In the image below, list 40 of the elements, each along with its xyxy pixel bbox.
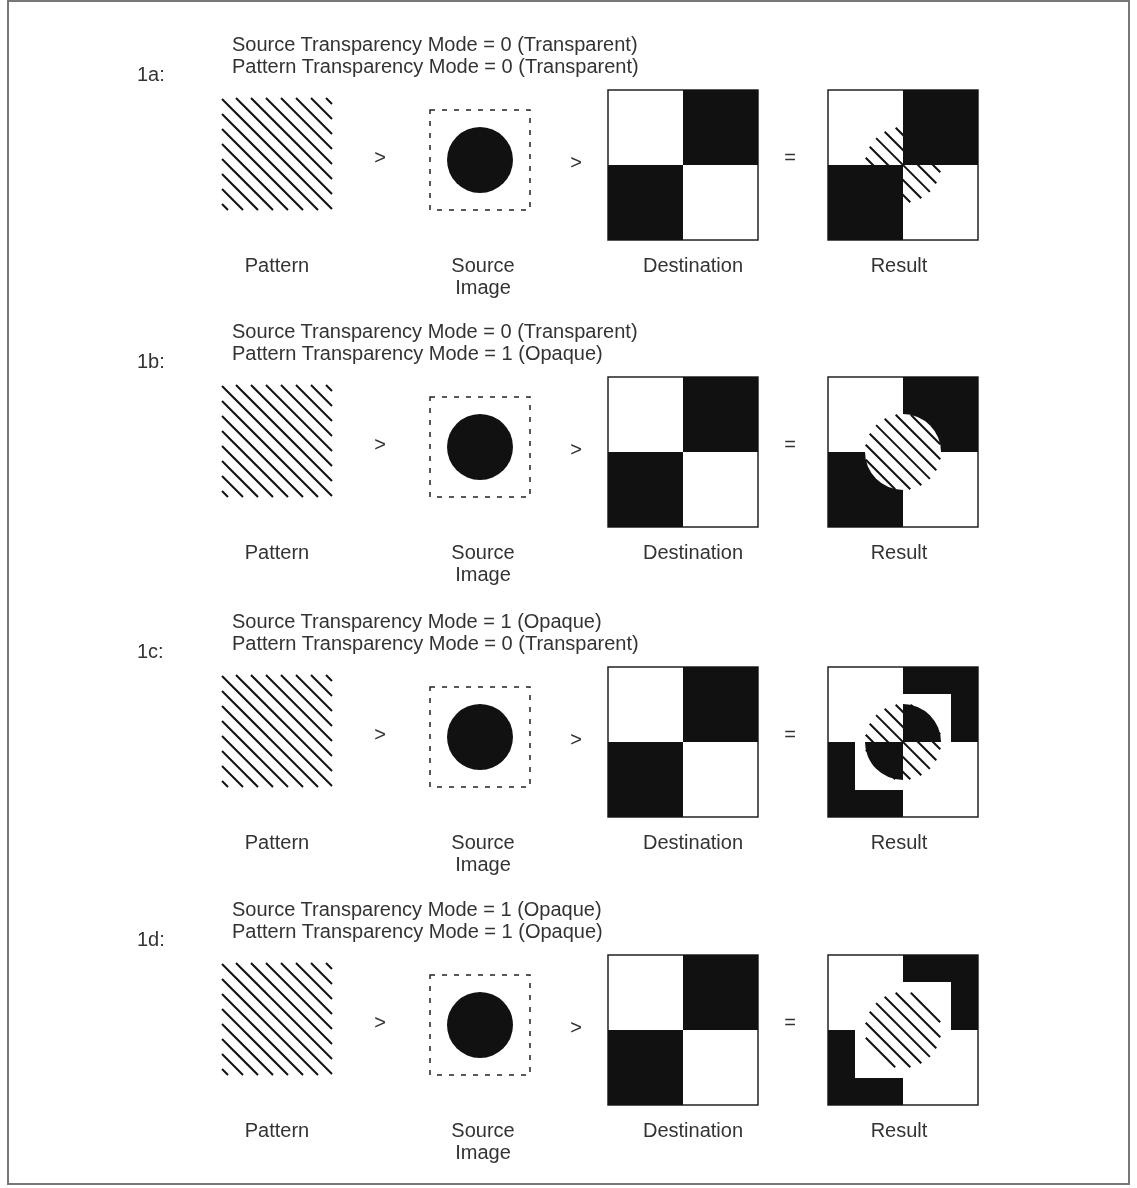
mode-setting-text: Pattern Transparency Mode = 0 (Transparent) [232, 55, 639, 77]
mode-setting-text: Source Transparency Mode = 1 (Opaque) [232, 898, 602, 920]
row-label: 1b: [137, 350, 165, 372]
greater-than-sign: > [569, 438, 583, 460]
greater-than-sign: > [373, 723, 387, 745]
caption: Pattern [243, 254, 311, 276]
caption: Source Image [450, 831, 516, 875]
mode-setting-text: Source Transparency Mode = 1 (Opaque) [232, 610, 602, 632]
greater-than-sign: > [569, 728, 583, 750]
caption: Result [869, 831, 929, 853]
mode-setting-text: Pattern Transparency Mode = 1 (Opaque) [232, 920, 603, 942]
row-label: 1c: [137, 640, 164, 662]
caption: Source Image [450, 541, 516, 585]
caption: Destination [641, 541, 745, 563]
mode-setting-text: Source Transparency Mode = 0 (Transparent) [232, 320, 638, 342]
caption: Source Image [450, 254, 516, 298]
mode-setting-text: Source Transparency Mode = 0 (Transparent) [232, 33, 638, 55]
caption: Pattern [243, 831, 311, 853]
caption: Destination [641, 254, 745, 276]
equals-sign: = [783, 723, 797, 745]
greater-than-sign: > [373, 433, 387, 455]
mode-setting-text: Pattern Transparency Mode = 0 (Transparent) [232, 632, 639, 654]
row-label: 1a: [137, 63, 165, 85]
caption: Destination [641, 1119, 745, 1141]
caption: Result [869, 254, 929, 276]
caption: Pattern [243, 1119, 311, 1141]
equals-sign: = [783, 146, 797, 168]
caption: Pattern [243, 541, 311, 563]
greater-than-sign: > [569, 151, 583, 173]
equals-sign: = [783, 1011, 797, 1033]
row-label: 1d: [137, 928, 165, 950]
greater-than-sign: > [373, 1011, 387, 1033]
caption: Result [869, 1119, 929, 1141]
caption: Source Image [450, 1119, 516, 1163]
mode-setting-text: Pattern Transparency Mode = 1 (Opaque) [232, 342, 603, 364]
caption: Result [869, 541, 929, 563]
caption: Destination [641, 831, 745, 853]
greater-than-sign: > [569, 1016, 583, 1038]
greater-than-sign: > [373, 146, 387, 168]
equals-sign: = [783, 433, 797, 455]
